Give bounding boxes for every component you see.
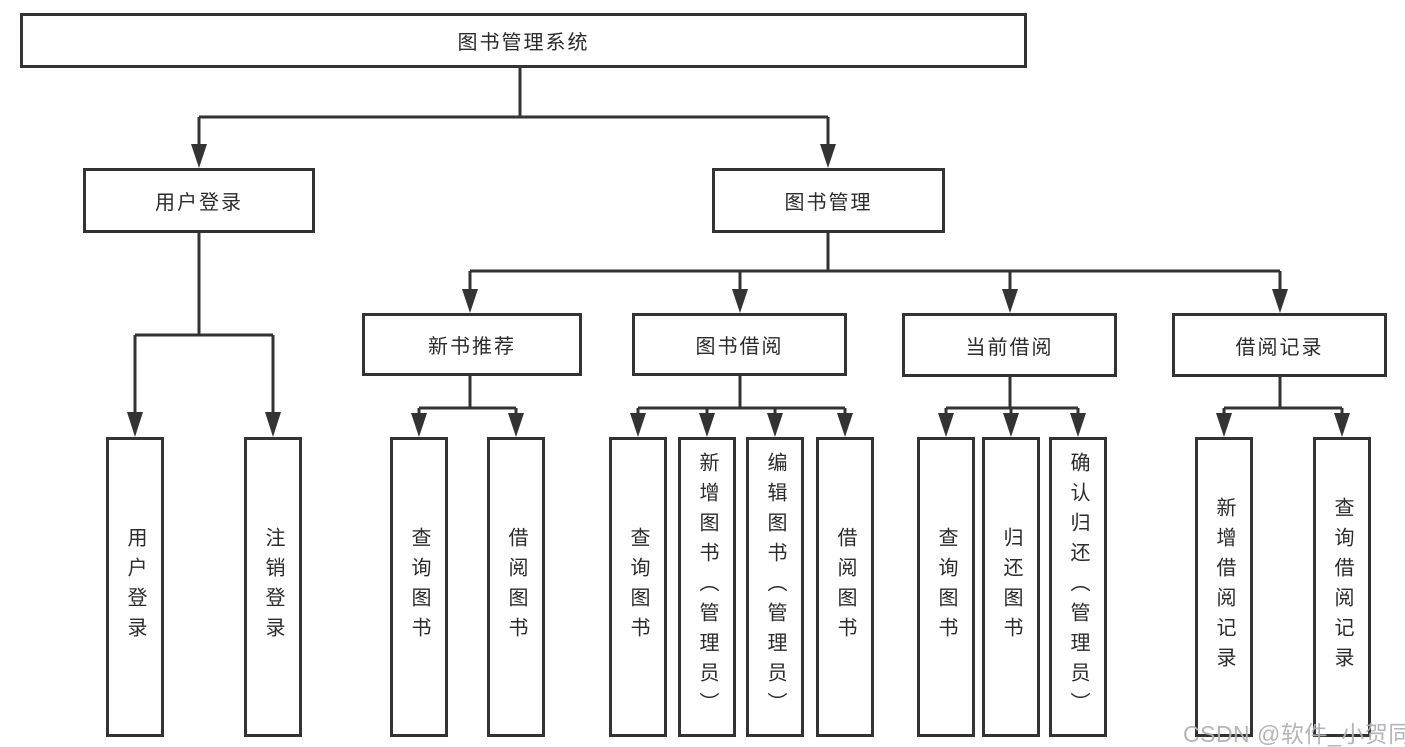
leaf-add-book-admin: 新增图书（管理员） [678,437,736,737]
node-label: 归还图书 [1000,527,1022,647]
node-label: 借阅图书 [505,527,527,647]
node-label: 当前借阅 [965,336,1054,359]
connector-root-to-level2 [197,68,830,146]
node-label: 查询借阅记录 [1331,497,1353,677]
connector-bookborrow-to-leaves [636,376,847,415]
node-label: 用户登录 [124,527,146,647]
node-label: 查询图书 [408,527,430,647]
connector-bookmgmt-to-level3 [468,233,1282,291]
arrowheads-userlogin-leaves [127,412,281,437]
connector-newbook-to-leaves [417,376,518,415]
arrowheads-newbook-leaves [411,413,524,437]
node-label: 查询图书 [935,527,957,647]
connector-currentborrow-to-leaves [944,377,1080,415]
leaf-query-books-1: 查询图书 [390,437,448,737]
node-book-borrow: 图书借阅 [632,313,847,376]
csdn-watermark: CSDN @软件_小贺同学 [1183,721,1405,747]
leaf-query-books-3: 查询图书 [917,437,975,737]
node-label: 确认归还（管理员） [1067,452,1089,722]
node-label: 注销登录 [262,527,284,647]
node-label: 图书管理系统 [457,32,590,54]
leaf-borrow-books-2: 借阅图书 [816,437,874,737]
node-root-system: 图书管理系统 [20,13,1027,68]
node-label: 用户登录 [155,192,243,214]
leaf-confirm-return-admin: 确认归还（管理员） [1049,437,1107,737]
arrowheads-currentborrow-leaves [938,413,1086,437]
connector-records-to-leaves [1222,377,1344,415]
leaf-query-books-2: 查询图书 [609,437,667,737]
node-current-borrow: 当前借阅 [902,313,1117,377]
arrowheads-records-leaves [1216,413,1350,437]
leaf-edit-book-admin: 编辑图书（管理员） [746,437,804,737]
node-borrow-records: 借阅记录 [1172,313,1387,377]
leaf-borrow-books-1: 借阅图书 [487,437,545,737]
leaf-logout: 注销登录 [244,437,302,737]
node-label: 新书推荐 [428,336,516,358]
connector-userlogin-to-leaves [133,233,275,414]
node-label: 借阅记录 [1235,336,1324,359]
node-user-login: 用户登录 [83,168,315,233]
node-book-management: 图书管理 [712,168,945,233]
node-label: 新增借阅记录 [1213,497,1235,677]
leaf-query-borrow-record: 查询借阅记录 [1313,437,1371,737]
node-label: 图书管理 [784,192,873,214]
leaf-return-books: 归还图书 [982,437,1040,737]
node-label: 新增图书（管理员） [696,452,718,722]
arrowheads-bookborrow-leaves [630,413,853,437]
arrowheads-level2 [191,144,836,168]
node-label: 查询图书 [627,527,649,647]
node-label: 图书借阅 [695,336,784,358]
leaf-user-login: 用户登录 [106,437,164,737]
leaf-add-borrow-record: 新增借阅记录 [1195,437,1253,737]
node-label: 借阅图书 [834,527,856,647]
arrowheads-level3 [462,289,1288,313]
node-label: 编辑图书（管理员） [764,452,786,722]
node-new-book-recommend: 新书推荐 [362,313,582,376]
